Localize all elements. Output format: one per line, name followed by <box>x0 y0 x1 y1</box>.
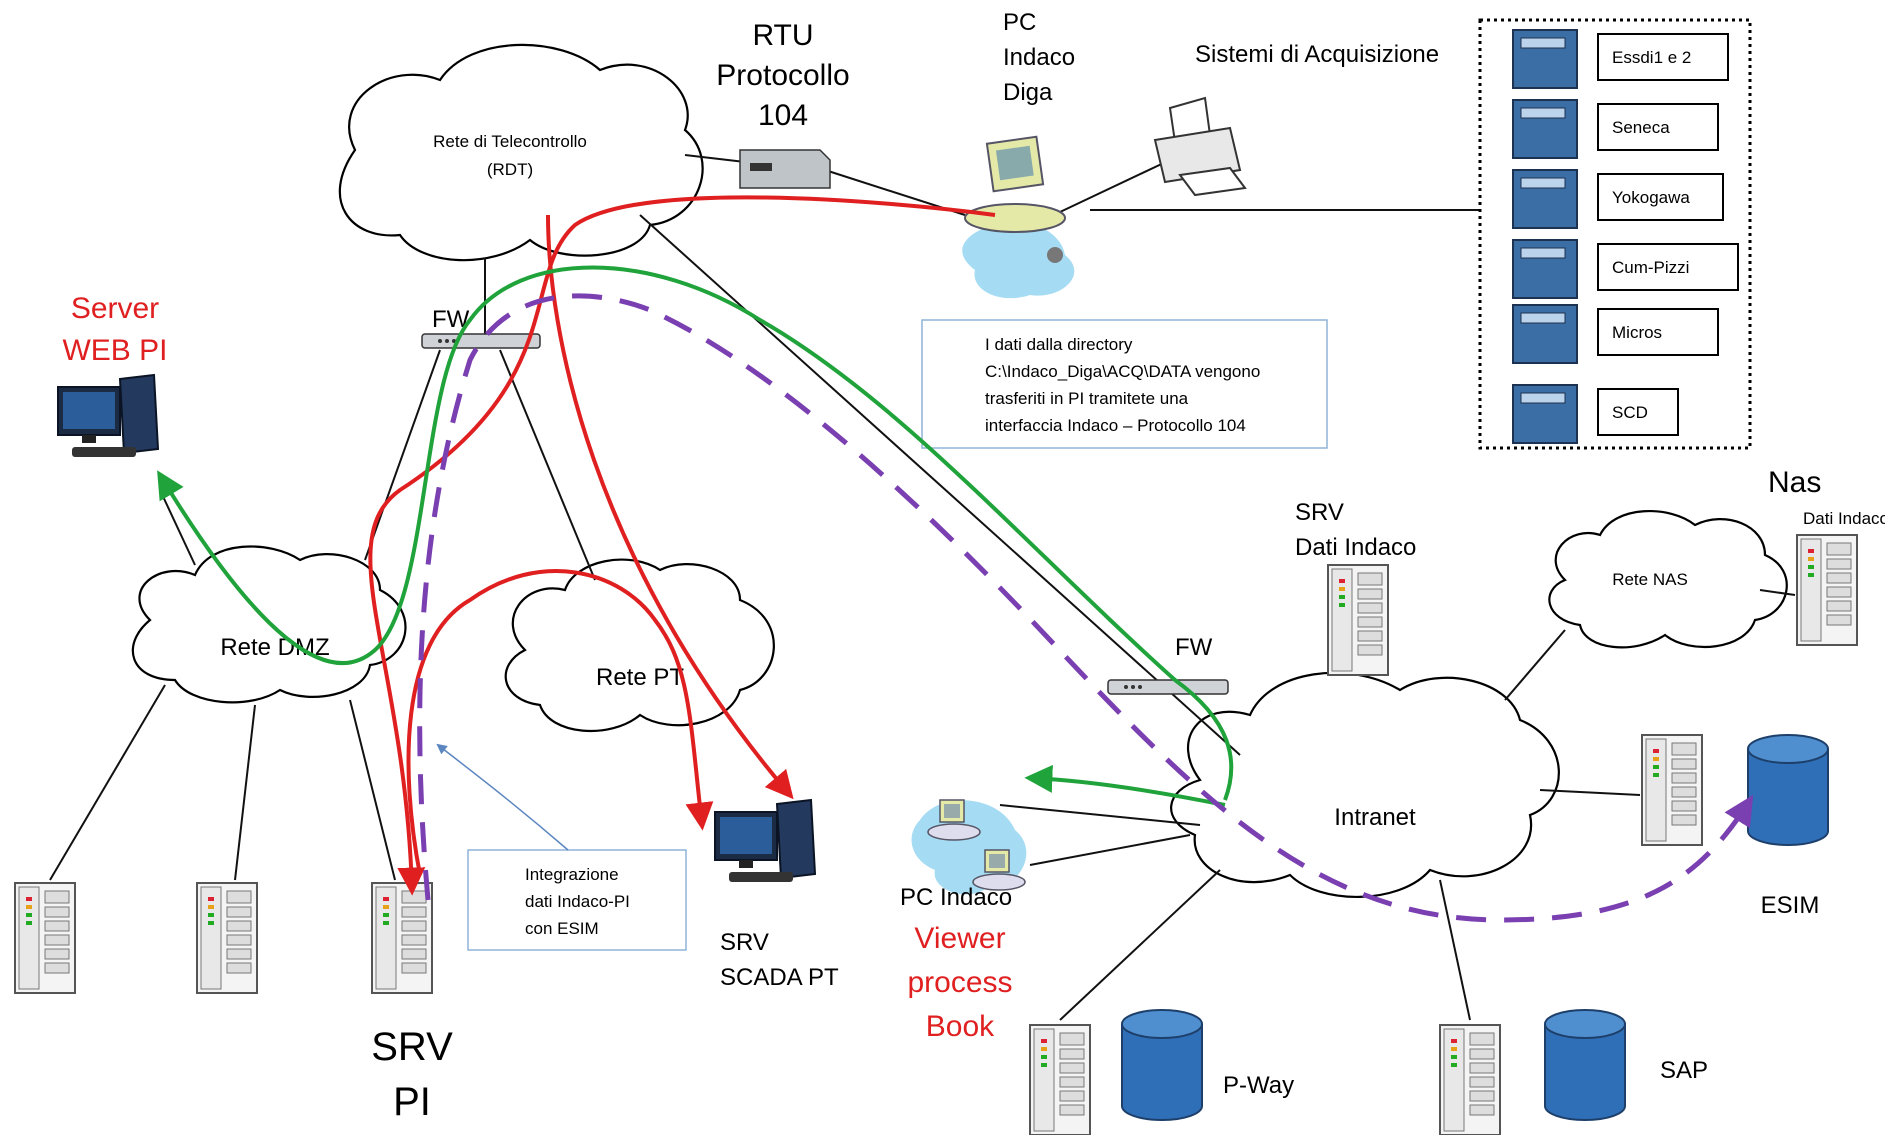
nas-server <box>1796 534 1858 646</box>
acquisition-system-box <box>1597 388 1679 436</box>
acquisition-system-label: Essdi1 e 2 <box>1612 48 1691 67</box>
pt-label: Rete PT <box>596 664 684 691</box>
acquisition-system-icon <box>1512 239 1578 299</box>
acquisition-system-label: Yokogawa <box>1612 188 1690 207</box>
esim-label: ESIM <box>1761 892 1820 919</box>
server-web-pi-label: WEB PI <box>62 334 167 367</box>
flow-blue-integration-arrow <box>436 743 569 851</box>
acquisition-system-box <box>1597 33 1729 81</box>
acquisition-system-box <box>1597 103 1719 151</box>
process-label: process <box>907 966 1012 999</box>
srv-scada-workstation <box>714 799 816 883</box>
srv-scada-label: SRV <box>720 929 769 956</box>
srv-pi-label: SRV <box>371 1025 453 1069</box>
pc-indaco-viewers <box>911 799 1027 895</box>
acquisition-system-label: Micros <box>1612 323 1662 342</box>
rete-nas-label: Rete NAS <box>1612 570 1688 589</box>
viewer-label: Viewer <box>914 922 1005 955</box>
fw-right-label: FW <box>1175 634 1213 661</box>
transfer-note-box <box>921 319 1328 449</box>
pway-database <box>1121 1009 1203 1121</box>
srv-dati-indaco-server <box>1327 564 1389 676</box>
transfer-note-line-1: I dati dalla directory <box>985 335 1133 354</box>
rtu-number-label: 104 <box>758 99 808 132</box>
srv-dati-label: SRV <box>1295 499 1344 526</box>
pway-server <box>1029 1024 1091 1135</box>
srv-scada-name-label: SCADA PT <box>720 964 839 991</box>
esim-database <box>1747 734 1829 846</box>
server-web-pi-workstation <box>57 374 159 458</box>
cloud-rete-nas <box>1548 509 1788 649</box>
pc-indaco-label: Indaco <box>1003 44 1075 71</box>
sap-label: SAP <box>1660 1057 1708 1084</box>
flow-red-pc-to-srvpi <box>368 195 996 896</box>
srv-pi-name-label: PI <box>393 1080 431 1124</box>
acquisition-system-label: Cum-Pizzi <box>1612 258 1689 277</box>
transfer-note-line-4: interfaccia Indaco – Protocollo 104 <box>985 416 1246 435</box>
sistemi-label: Sistemi di Acquisizione <box>1195 41 1439 68</box>
integration-note-line-3: con ESIM <box>525 919 599 938</box>
pc-diga-label: Diga <box>1003 79 1053 106</box>
pc-indaco-diga <box>962 135 1075 299</box>
dmz-server-1 <box>14 882 76 994</box>
pway-label: P-Way <box>1223 1072 1294 1099</box>
flow-green-to-viewer <box>1024 764 1226 807</box>
integration-note-box <box>467 849 687 951</box>
sap-database <box>1544 1009 1626 1121</box>
acquisition-systems-list: Essdi1 e 2 SenecaYokogawaCum-PizziMicrosS… <box>1512 29 1739 444</box>
acquisition-system-icon <box>1512 99 1578 159</box>
rdt-label: Rete di Telecontrollo <box>433 132 587 151</box>
acquisition-system-box <box>1597 243 1739 291</box>
srv-dati-indaco-label: Dati Indaco <box>1295 534 1416 561</box>
integration-note-line-1: Integrazione <box>525 865 619 884</box>
server-web-label: Server <box>71 292 159 325</box>
esim-server <box>1641 734 1703 846</box>
rtu-device <box>739 149 831 189</box>
acquisition-group <box>1478 18 1752 450</box>
acquisition-system-label: SCD <box>1612 403 1648 422</box>
firewall-right <box>1107 679 1229 695</box>
rdt-abbrev-label: (RDT) <box>487 160 533 179</box>
transfer-note-line-2: C:\Indaco_Diga\ACQ\DATA vengono <box>985 362 1260 381</box>
sap-server <box>1439 1024 1501 1135</box>
intranet-label: Intranet <box>1334 804 1416 831</box>
integration-note-line-2: dati Indaco-PI <box>525 892 630 911</box>
acquisition-system-icon <box>1512 384 1578 444</box>
pc-label: PC <box>1003 9 1036 36</box>
srv-pi-server <box>371 882 433 994</box>
dmz-server-2 <box>196 882 258 994</box>
flow-red-pt-loop <box>406 569 714 876</box>
acquisition-system-icon <box>1512 169 1578 229</box>
acquisition-system-box <box>1597 308 1719 356</box>
transfer-note-line-3: trasferiti in PI tramitete una <box>985 389 1189 408</box>
acquisition-system-box <box>1597 173 1724 221</box>
acquisition-system-label: Seneca <box>1612 118 1670 137</box>
pc-indaco-viewer-label: PC Indaco <box>900 884 1012 911</box>
nas-label: Nas <box>1768 466 1821 499</box>
acquisition-system-icon <box>1512 29 1578 89</box>
cloud-rdt <box>338 43 704 262</box>
printer-icon <box>1153 96 1247 197</box>
book-label: Book <box>926 1010 995 1043</box>
flow-green-to-webpi <box>157 265 1234 801</box>
nas-dati-indaco-label: Dati Indaco <box>1803 509 1885 528</box>
network-wires <box>49 154 1796 1021</box>
rtu-protocol-label: Protocollo <box>716 59 849 92</box>
cloud-pt <box>504 558 775 733</box>
acquisition-system-icon <box>1512 304 1578 364</box>
firewall-top <box>421 333 541 349</box>
rtu-label: RTU <box>752 19 813 52</box>
